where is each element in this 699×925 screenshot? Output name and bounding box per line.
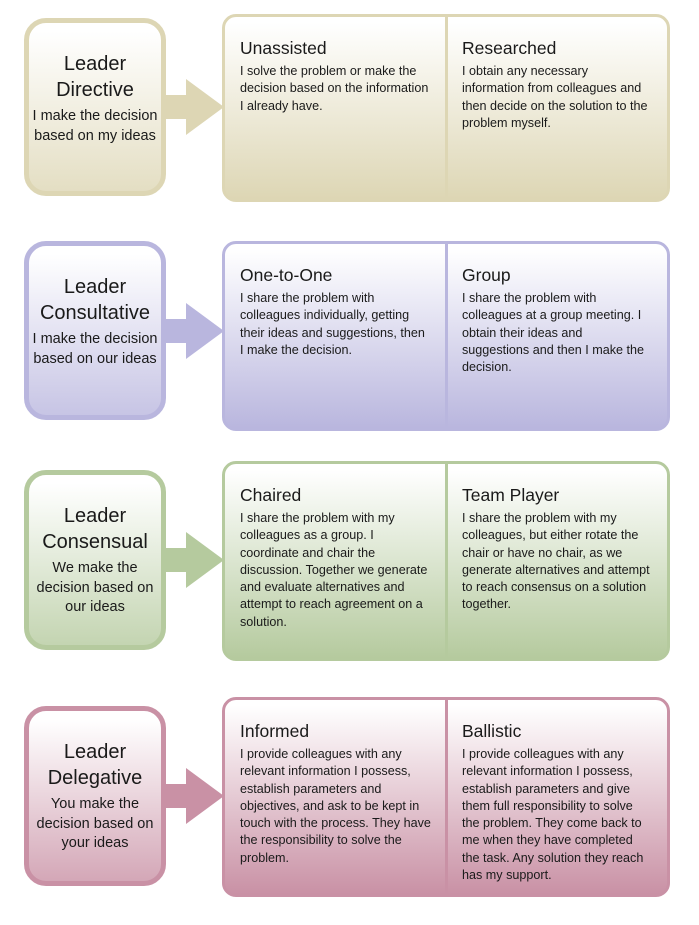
- option-1: Researched I obtain any necessary inform…: [445, 17, 667, 199]
- option-heading: Researched: [462, 38, 557, 58]
- style-box-consensual: Leader Consensual We make the decision b…: [24, 470, 166, 650]
- option-description: I obtain any necessary information from …: [462, 64, 648, 130]
- arrow-right-icon: [166, 79, 224, 135]
- option-description: I share the problem with my colleagues, …: [462, 511, 650, 612]
- options-box-delegative: Informed I provide colleagues with any r…: [222, 697, 670, 897]
- style-box-consultative: Leader Consultative I make the decision …: [24, 241, 166, 420]
- option-heading: Group: [462, 265, 511, 285]
- option-heading: Team Player: [462, 485, 560, 505]
- arrow-right-icon: [166, 768, 224, 824]
- style-subtitle: You make the decision based on your idea…: [36, 796, 154, 851]
- style-subtitle: I make the decision based on my ideas: [32, 108, 158, 144]
- arrow-right-icon: [166, 302, 224, 359]
- options-box-consultative: One-to-One I share the problem with coll…: [222, 241, 670, 431]
- option-0: Informed I provide colleagues with any r…: [225, 700, 445, 894]
- option-heading: Chaired: [240, 485, 302, 505]
- style-title-line1: Leader: [63, 53, 127, 75]
- style-title-line2: Consultative: [39, 302, 151, 324]
- option-0: Chaired I share the problem with my coll…: [225, 464, 445, 658]
- option-1: Ballistic I provide colleagues with any …: [445, 700, 667, 894]
- option-0: Unassisted I solve the problem or make t…: [225, 17, 445, 199]
- style-title-line1: Leader: [63, 741, 127, 763]
- option-heading: Unassisted: [240, 38, 327, 58]
- style-title-line1: Leader: [63, 276, 127, 298]
- style-title-line2: Consensual: [42, 531, 148, 553]
- option-heading: Informed: [240, 721, 310, 741]
- style-subtitle: I make the decision based on our ideas: [32, 331, 158, 367]
- option-1: Team Player I share the problem with my …: [445, 464, 667, 658]
- style-title-line2: Delegative: [47, 767, 143, 789]
- options-box-consensual: Chaired I share the problem with my coll…: [222, 461, 670, 661]
- option-0: One-to-One I share the problem with coll…: [225, 244, 445, 428]
- option-heading: One-to-One: [240, 265, 333, 285]
- option-1: Group I share the problem with colleague…: [445, 244, 667, 428]
- option-description: I provide colleagues with any relevant i…: [462, 747, 644, 883]
- options-box-directive: Unassisted I solve the problem or make t…: [222, 14, 670, 202]
- option-description: I share the problem with colleagues indi…: [240, 291, 425, 357]
- option-description: I share the problem with my colleagues a…: [240, 511, 428, 629]
- option-description: I share the problem with colleagues at a…: [462, 291, 645, 375]
- style-box-delegative: Leader Delegative You make the decision …: [24, 706, 166, 886]
- style-box-directive: Leader Directive I make the decision bas…: [24, 18, 166, 196]
- style-title-line1: Leader: [63, 505, 127, 527]
- option-description: I solve the problem or make the decision…: [240, 64, 429, 113]
- arrow-right-icon: [166, 532, 224, 588]
- option-description: I provide colleagues with any relevant i…: [240, 747, 431, 865]
- style-title-line2: Directive: [56, 79, 134, 101]
- option-heading: Ballistic: [462, 721, 522, 741]
- style-subtitle: We make the decision based on our ideas: [36, 560, 154, 615]
